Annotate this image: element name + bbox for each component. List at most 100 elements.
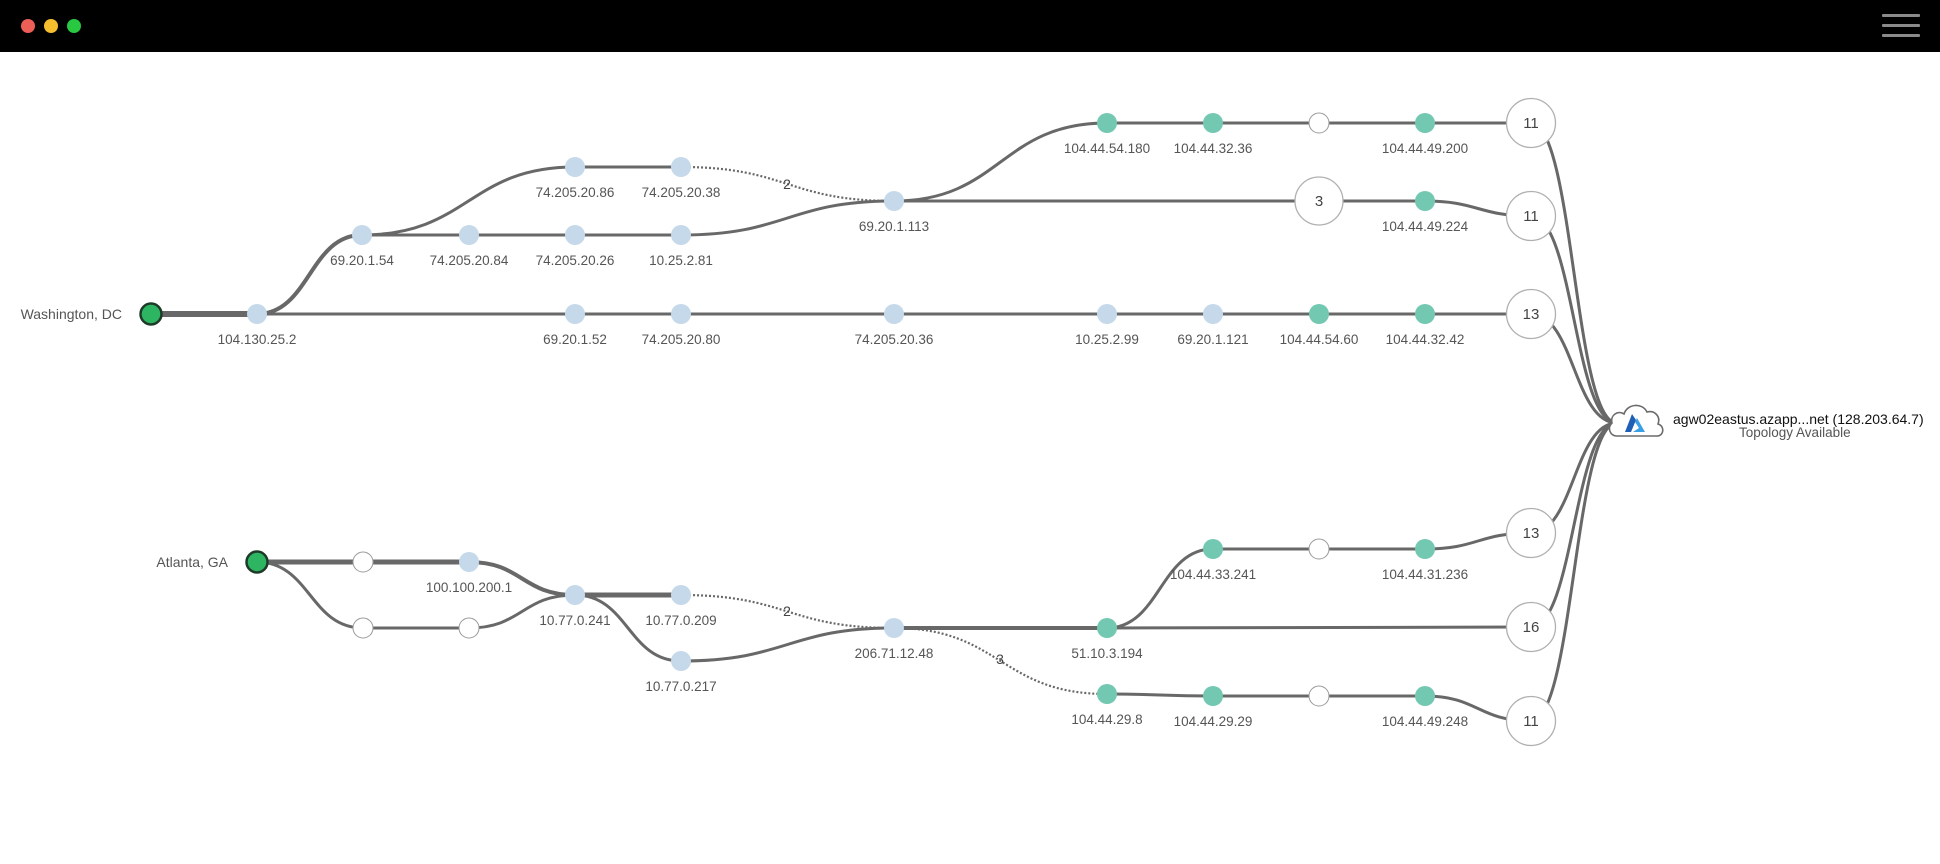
hop-node-a2[interactable]: [459, 552, 479, 572]
hop-ip-label: 104.44.54.60: [1280, 332, 1359, 347]
hidden-hops-count: 16: [1523, 619, 1540, 636]
hop-ip-label: 74.205.20.36: [855, 332, 934, 347]
hop-ip-label: 104.44.49.200: [1382, 141, 1468, 156]
hop-node-a9[interactable]: [1097, 618, 1117, 638]
hop-ip-label: 104.44.29.8: [1071, 712, 1142, 727]
source-node-atlanta-ga[interactable]: [245, 550, 269, 574]
hop-node-a16[interactable]: [1415, 686, 1435, 706]
close-window-button[interactable]: [21, 19, 35, 33]
hop-node-w10[interactable]: [1203, 113, 1223, 133]
hop-node-w18[interactable]: [1203, 304, 1223, 324]
hop-node-w16[interactable]: [884, 304, 904, 324]
link-a8-a13: [893, 626, 1108, 696]
hidden-hops-count: 11: [1523, 208, 1539, 225]
hop-ip-label: 104.44.49.224: [1382, 219, 1469, 234]
hop-ip-label: 74.205.20.86: [536, 185, 615, 200]
hop-node-w5[interactable]: [459, 225, 479, 245]
azure-cloud-icon[interactable]: [1608, 404, 1664, 437]
hop-ip-label: 104.44.31.236: [1382, 567, 1468, 582]
hop-ip-label: 51.10.3.194: [1071, 646, 1143, 661]
link-c6-dest: [1530, 421, 1618, 723]
hop-ip-label: 69.20.1.52: [543, 332, 607, 347]
hop-ip-label: 104.44.32.42: [1386, 332, 1465, 347]
maximize-window-button[interactable]: [67, 19, 81, 33]
link-a7-a8: [680, 626, 895, 663]
link-a2-a5: [468, 560, 576, 597]
hop-node-a14[interactable]: [1203, 686, 1223, 706]
link-w8-w9: [893, 121, 1108, 203]
source-node-washington-dc[interactable]: [139, 302, 163, 326]
hop-node-a4[interactable]: [458, 617, 480, 639]
hidden-hops-group-cm[interactable]: [1294, 176, 1344, 226]
hop-node-w4[interactable]: [671, 157, 691, 177]
hop-count-labels: 2 2 3: [783, 176, 1004, 667]
hop-ip-label: 10.77.0.209: [645, 613, 716, 628]
hop-node-w9[interactable]: [1097, 113, 1117, 133]
hop-node-w14[interactable]: [565, 304, 585, 324]
hop-node-w12[interactable]: [1415, 113, 1435, 133]
hop-count-label: 2: [783, 176, 791, 192]
hop-ip-label: 74.205.20.26: [536, 253, 615, 268]
hop-ip-label: 74.205.20.84: [430, 253, 509, 268]
hop-node-a7[interactable]: [671, 651, 691, 671]
hop-ip-label: 104.44.49.248: [1382, 714, 1468, 729]
hop-node-a12[interactable]: [1415, 539, 1435, 559]
hidden-hops-group-c1[interactable]: [1505, 97, 1557, 149]
hop-node-a15[interactable]: [1308, 685, 1330, 707]
hop-node-w13[interactable]: [1415, 191, 1435, 211]
hidden-hops-group-c4[interactable]: [1505, 507, 1557, 559]
source-label: Atlanta, GA: [156, 554, 228, 570]
link-a9-c5: [1106, 625, 1532, 630]
link-a4-a5: [468, 593, 576, 630]
hop-node-a10[interactable]: [1203, 539, 1223, 559]
link-a9-a10: [1106, 547, 1214, 630]
hop-node-a1[interactable]: [352, 551, 374, 573]
link-w7-w8: [680, 199, 895, 237]
hop-node-w11[interactable]: [1308, 112, 1330, 134]
hop-node-w2[interactable]: [352, 225, 372, 245]
link-w4-w8: [680, 165, 895, 203]
hop-node-w19[interactable]: [1309, 304, 1329, 324]
hidden-hops-count: 11: [1523, 713, 1539, 730]
hop-node-w8[interactable]: [884, 191, 904, 211]
hidden-hops-group-c2[interactable]: [1505, 190, 1557, 242]
hop-node-a6[interactable]: [671, 585, 691, 605]
hop-ip-label: 69.20.1.113: [859, 219, 929, 234]
link-atl-a3: [256, 560, 364, 630]
hop-node-w3[interactable]: [565, 157, 585, 177]
hop-node-a5[interactable]: [565, 585, 585, 605]
hop-count-label: 3: [996, 651, 1004, 667]
hop-node-w1[interactable]: [247, 304, 267, 324]
hop-node-a8[interactable]: [884, 618, 904, 638]
hidden-hops-group-c6[interactable]: [1505, 695, 1557, 747]
destination-title: agw02eastus.azapp...net (128.203.64.7): [1673, 411, 1924, 427]
hidden-hops-group-c3[interactable]: [1505, 288, 1557, 340]
link-a5-a7: [574, 593, 682, 663]
hop-node-w7[interactable]: [671, 225, 691, 245]
hop-node-w6[interactable]: [565, 225, 585, 245]
path-links: [151, 121, 1618, 723]
hop-ip-label: 104.44.33.241: [1170, 567, 1256, 582]
link-w2-w3: [361, 165, 576, 237]
link-c1-dest: [1530, 121, 1618, 425]
hop-ip-label: 69.20.1.121: [1177, 332, 1248, 347]
hop-node-w15[interactable]: [671, 304, 691, 324]
minimize-window-button[interactable]: [44, 19, 58, 33]
hop-ip-label: 10.77.0.217: [645, 679, 716, 694]
hop-node-w20[interactable]: [1415, 304, 1435, 324]
hop-ip-label: 10.25.2.81: [649, 253, 713, 268]
hop-node-a11[interactable]: [1308, 538, 1330, 560]
link-w1-w2: [256, 233, 363, 316]
hop-ip-label: 74.205.20.38: [642, 185, 721, 200]
hop-node-w17[interactable]: [1097, 304, 1117, 324]
hop-ip-label: 10.25.2.99: [1075, 332, 1139, 347]
hop-node-a3[interactable]: [352, 617, 374, 639]
hamburger-icon[interactable]: [1882, 12, 1920, 40]
hidden-hops-group-c5[interactable]: [1505, 601, 1557, 653]
hop-ip-label: 10.77.0.241: [539, 613, 610, 628]
hidden-hops-count: 13: [1523, 306, 1540, 323]
hop-node-a13[interactable]: [1097, 684, 1117, 704]
hidden-hops-count: 3: [1315, 193, 1323, 210]
